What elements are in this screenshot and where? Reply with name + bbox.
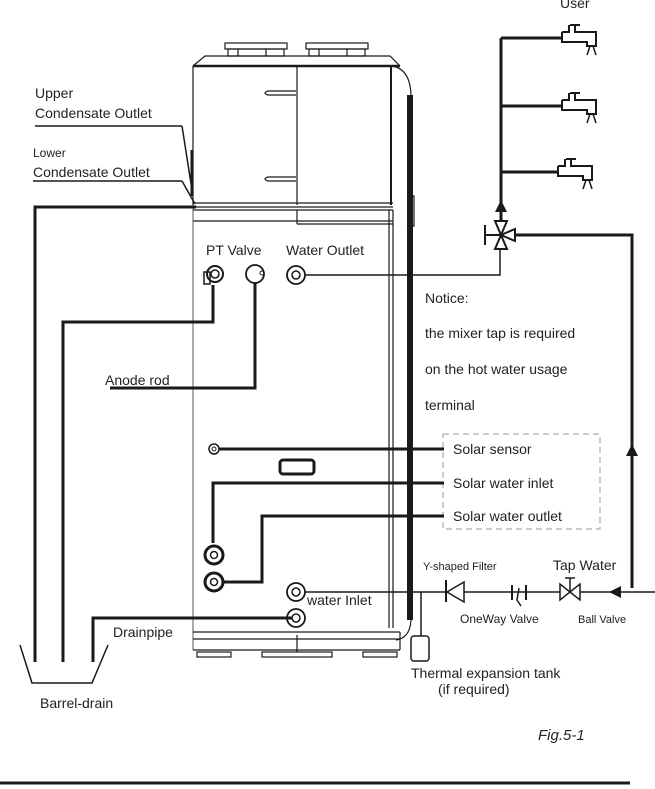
notice-line: the mixer tap is required <box>425 325 575 341</box>
thermal-expansion-tank-icon <box>410 635 430 662</box>
upper-condensate-leader <box>181 125 193 191</box>
flow-arrow-up-icon <box>495 200 507 212</box>
y-shaped-filter-icon <box>445 580 465 604</box>
solar-sensor-label: Solar sensor <box>453 441 532 457</box>
pt-valve-drain-pipe <box>61 285 215 662</box>
flow-arrow-up-icon <box>626 444 638 456</box>
tap-water-label: Tap Water <box>553 557 617 573</box>
lower-condensate-label-1: Lower <box>33 146 66 160</box>
ball-valve-label: Ball Valve <box>578 614 626 626</box>
one-way-valve-label: OneWay Valve <box>460 612 539 626</box>
water-outlet-label: Water Outlet <box>286 242 364 258</box>
solar-inlet-port-icon <box>203 544 225 566</box>
thermal-tank-label-1: Thermal expansion tank <box>411 665 561 681</box>
ball-valve-icon <box>559 577 581 602</box>
solar-water-inlet-line <box>211 481 444 543</box>
faucet-icon <box>561 24 597 56</box>
figure-caption: Fig.5-1 <box>538 727 585 744</box>
solar-connections-box <box>442 433 601 530</box>
solar-water-inlet-label: Solar water inlet <box>453 475 553 491</box>
drainpipe-label: Drainpipe <box>113 624 173 640</box>
faucet-icon <box>561 92 597 124</box>
heat-pump-unit <box>192 42 415 658</box>
solar-water-outlet-label: Solar water outlet <box>453 508 562 524</box>
notice-line: terminal <box>425 397 475 413</box>
pt-valve-icon <box>203 265 224 285</box>
solar-outlet-port-icon <box>203 571 225 593</box>
faucet-icon <box>557 158 593 190</box>
user-label: User <box>560 0 590 11</box>
upper-condensate-label-1: Upper <box>35 85 73 101</box>
top-vent-left <box>224 42 288 57</box>
condensate-drain-pipe <box>33 205 196 662</box>
flow-arrow-left-icon <box>609 586 621 598</box>
anode-rod-label: Anode rod <box>105 372 170 388</box>
y-shaped-filter-label: Y-shaped Filter <box>423 561 497 573</box>
hot-water-outlet-pipe <box>305 243 501 276</box>
drainpipe-line <box>91 616 292 662</box>
solar-sensor-port-icon <box>208 443 220 455</box>
one-way-valve-icon <box>511 585 527 607</box>
notice-line: on the hot water usage <box>425 361 568 377</box>
upper-condensate-label-2: Condensate Outlet <box>35 105 152 121</box>
barrel-drain-label: Barrel-drain <box>40 695 113 711</box>
thermal-tank-label-2: (if required) <box>438 681 510 697</box>
pt-valve-label: PT Valve <box>206 242 262 258</box>
solar-water-outlet-line <box>222 514 444 584</box>
mixing-valve-icon <box>484 220 516 250</box>
display-panel <box>278 458 316 476</box>
water-outlet-port-icon <box>286 265 306 285</box>
cold-water-mix-pipe <box>515 233 634 588</box>
top-vent-right <box>305 42 369 57</box>
anode-rod-port-icon <box>245 264 265 284</box>
water-inlet-label: water Inlet <box>306 592 372 608</box>
water-inlet-port-icon <box>286 582 306 602</box>
notice-title: Notice: <box>425 290 469 306</box>
barrel-drain-icon <box>19 644 109 684</box>
lower-condensate-leader <box>181 180 196 205</box>
drain-port-icon <box>286 608 306 628</box>
anode-rod-leader <box>110 283 257 390</box>
lower-condensate-label-2: Condensate Outlet <box>33 164 150 180</box>
